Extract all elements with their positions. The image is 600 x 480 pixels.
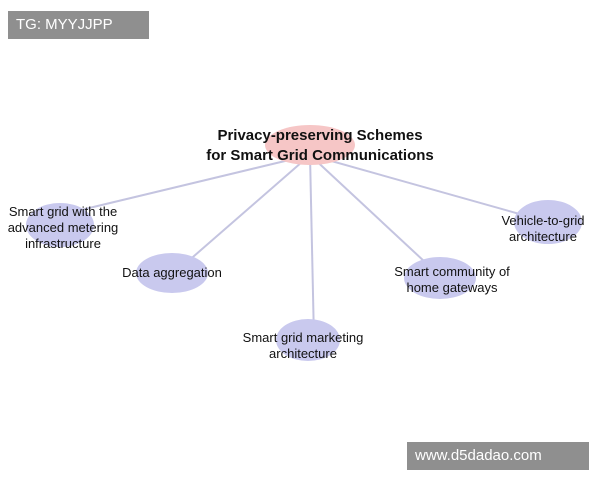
root-node-label: Privacy-preserving Schemes for Smart Gri… xyxy=(206,127,434,164)
edge-metering xyxy=(59,154,311,216)
node-metering-bubble xyxy=(26,203,94,247)
node-metering-label: Smart grid with the advanced metering in… xyxy=(7,204,119,251)
watermark-top-left: TG: MYYJJPP xyxy=(8,11,149,39)
edges-group xyxy=(59,154,549,341)
edge-marketing xyxy=(309,154,315,341)
node-marketing-label: Smart grid marketing architecture xyxy=(242,330,364,361)
node-data-aggregation-bubble xyxy=(136,253,208,293)
node-home-gateways-label: Smart community of home gateways xyxy=(394,264,510,295)
node-vehicle-to-grid-bubble xyxy=(514,200,582,244)
node-home-gateways-bubble xyxy=(404,257,476,299)
edge-vehicle-to-grid xyxy=(309,154,549,223)
node-data-aggregation-label: Data aggregation xyxy=(122,265,222,280)
root-node-bubble xyxy=(265,125,355,165)
bubbles-group xyxy=(26,125,582,361)
edge-data-aggregation xyxy=(177,154,311,271)
node-marketing-bubble xyxy=(276,319,340,361)
edge-home-gateways xyxy=(309,154,441,277)
watermark-bottom-right: www.d5dadao.com xyxy=(407,442,589,470)
node-vehicle-to-grid-label: Vehicle-to-grid architecture xyxy=(501,213,585,244)
